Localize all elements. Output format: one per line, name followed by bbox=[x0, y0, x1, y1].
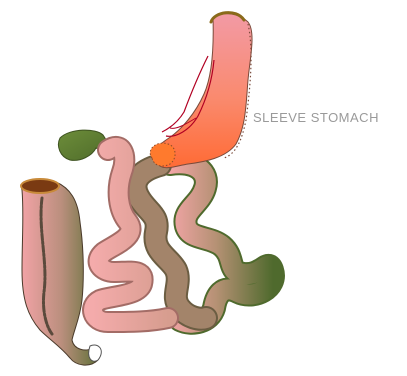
sleeve-stomach bbox=[150, 13, 252, 168]
colon bbox=[21, 179, 101, 365]
sleeve-stomach-label: SLEEVE STOMACH bbox=[253, 110, 379, 125]
